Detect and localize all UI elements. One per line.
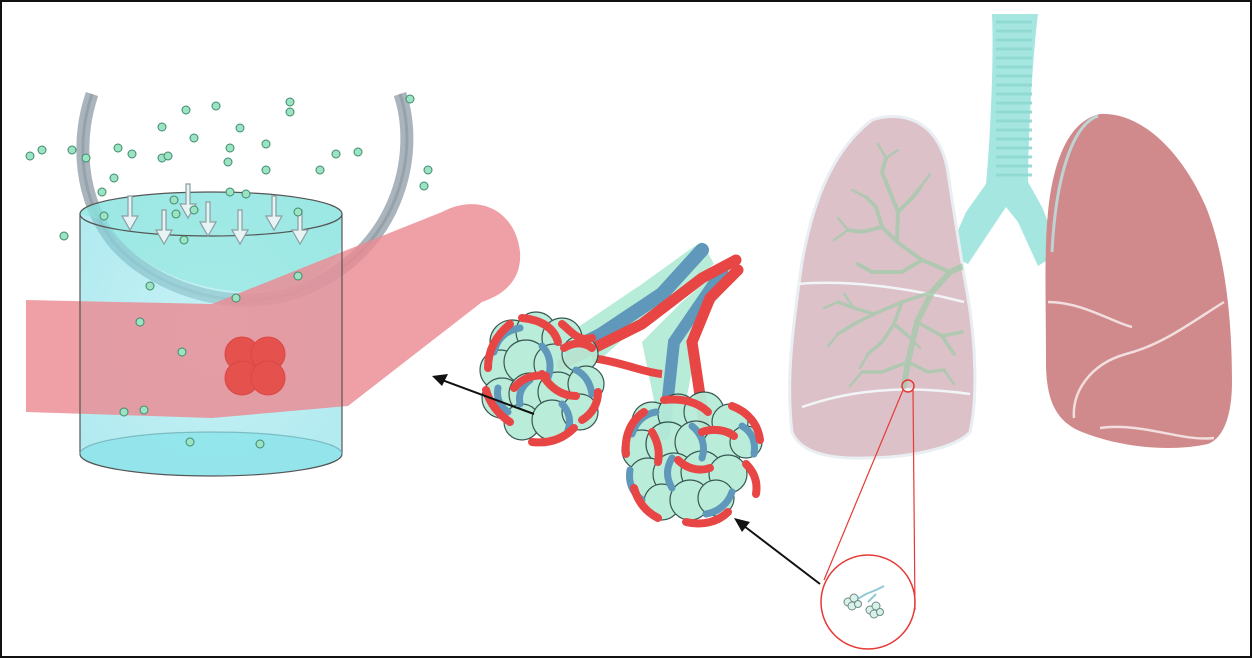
arrow-to-alveoli <box>734 518 820 584</box>
gas-particle <box>140 406 148 414</box>
gas-particle <box>236 124 244 132</box>
gas-particle <box>82 154 90 162</box>
gas-particle <box>316 166 324 174</box>
gas-particle <box>294 272 302 280</box>
gas-particle <box>286 108 294 116</box>
gas-particle <box>146 282 154 290</box>
gas-particle <box>128 150 136 158</box>
gas-particle <box>242 190 250 198</box>
gas-particle <box>190 206 198 214</box>
trachea <box>948 14 1060 266</box>
gas-particle <box>120 408 128 416</box>
gas-particle <box>60 232 68 240</box>
alveoli-cluster <box>480 242 762 524</box>
left-lung <box>790 116 975 458</box>
gas-particle <box>114 144 122 152</box>
gas-particle <box>180 236 188 244</box>
gas-particle <box>354 148 362 156</box>
gas-particle <box>262 140 270 148</box>
gas-particle <box>226 188 234 196</box>
gas-particle <box>294 208 302 216</box>
gas-particle <box>190 134 198 142</box>
gas-particle <box>164 152 172 160</box>
gas-particle <box>158 123 166 131</box>
gas-particle <box>172 210 180 218</box>
gas-particle <box>332 150 340 158</box>
right-lung <box>1046 114 1233 448</box>
gas-particle <box>226 144 234 152</box>
alveolar-sac-lower <box>622 392 762 524</box>
gas-particle <box>136 318 144 326</box>
gas-particle <box>286 98 294 106</box>
gas-particle <box>100 212 108 220</box>
gas-particle <box>68 146 76 154</box>
gas-particle <box>212 102 220 110</box>
gas-particle <box>98 188 106 196</box>
gas-particle <box>420 182 428 190</box>
gas-particle <box>256 440 264 448</box>
gas-particle <box>178 348 186 356</box>
lungs-illustration <box>790 14 1232 649</box>
gas-particle <box>38 146 46 154</box>
gas-particle <box>224 158 232 166</box>
mini-alveoli-cluster <box>844 586 884 618</box>
gas-particle <box>110 174 118 182</box>
gas-particle <box>186 438 194 446</box>
gas-particle <box>170 196 178 204</box>
gas-particle <box>424 166 432 174</box>
gas-particle <box>406 95 414 103</box>
gas-particle <box>232 294 240 302</box>
gas-particle <box>182 106 190 114</box>
gas-particle <box>262 166 270 174</box>
gas-particle <box>26 152 34 160</box>
